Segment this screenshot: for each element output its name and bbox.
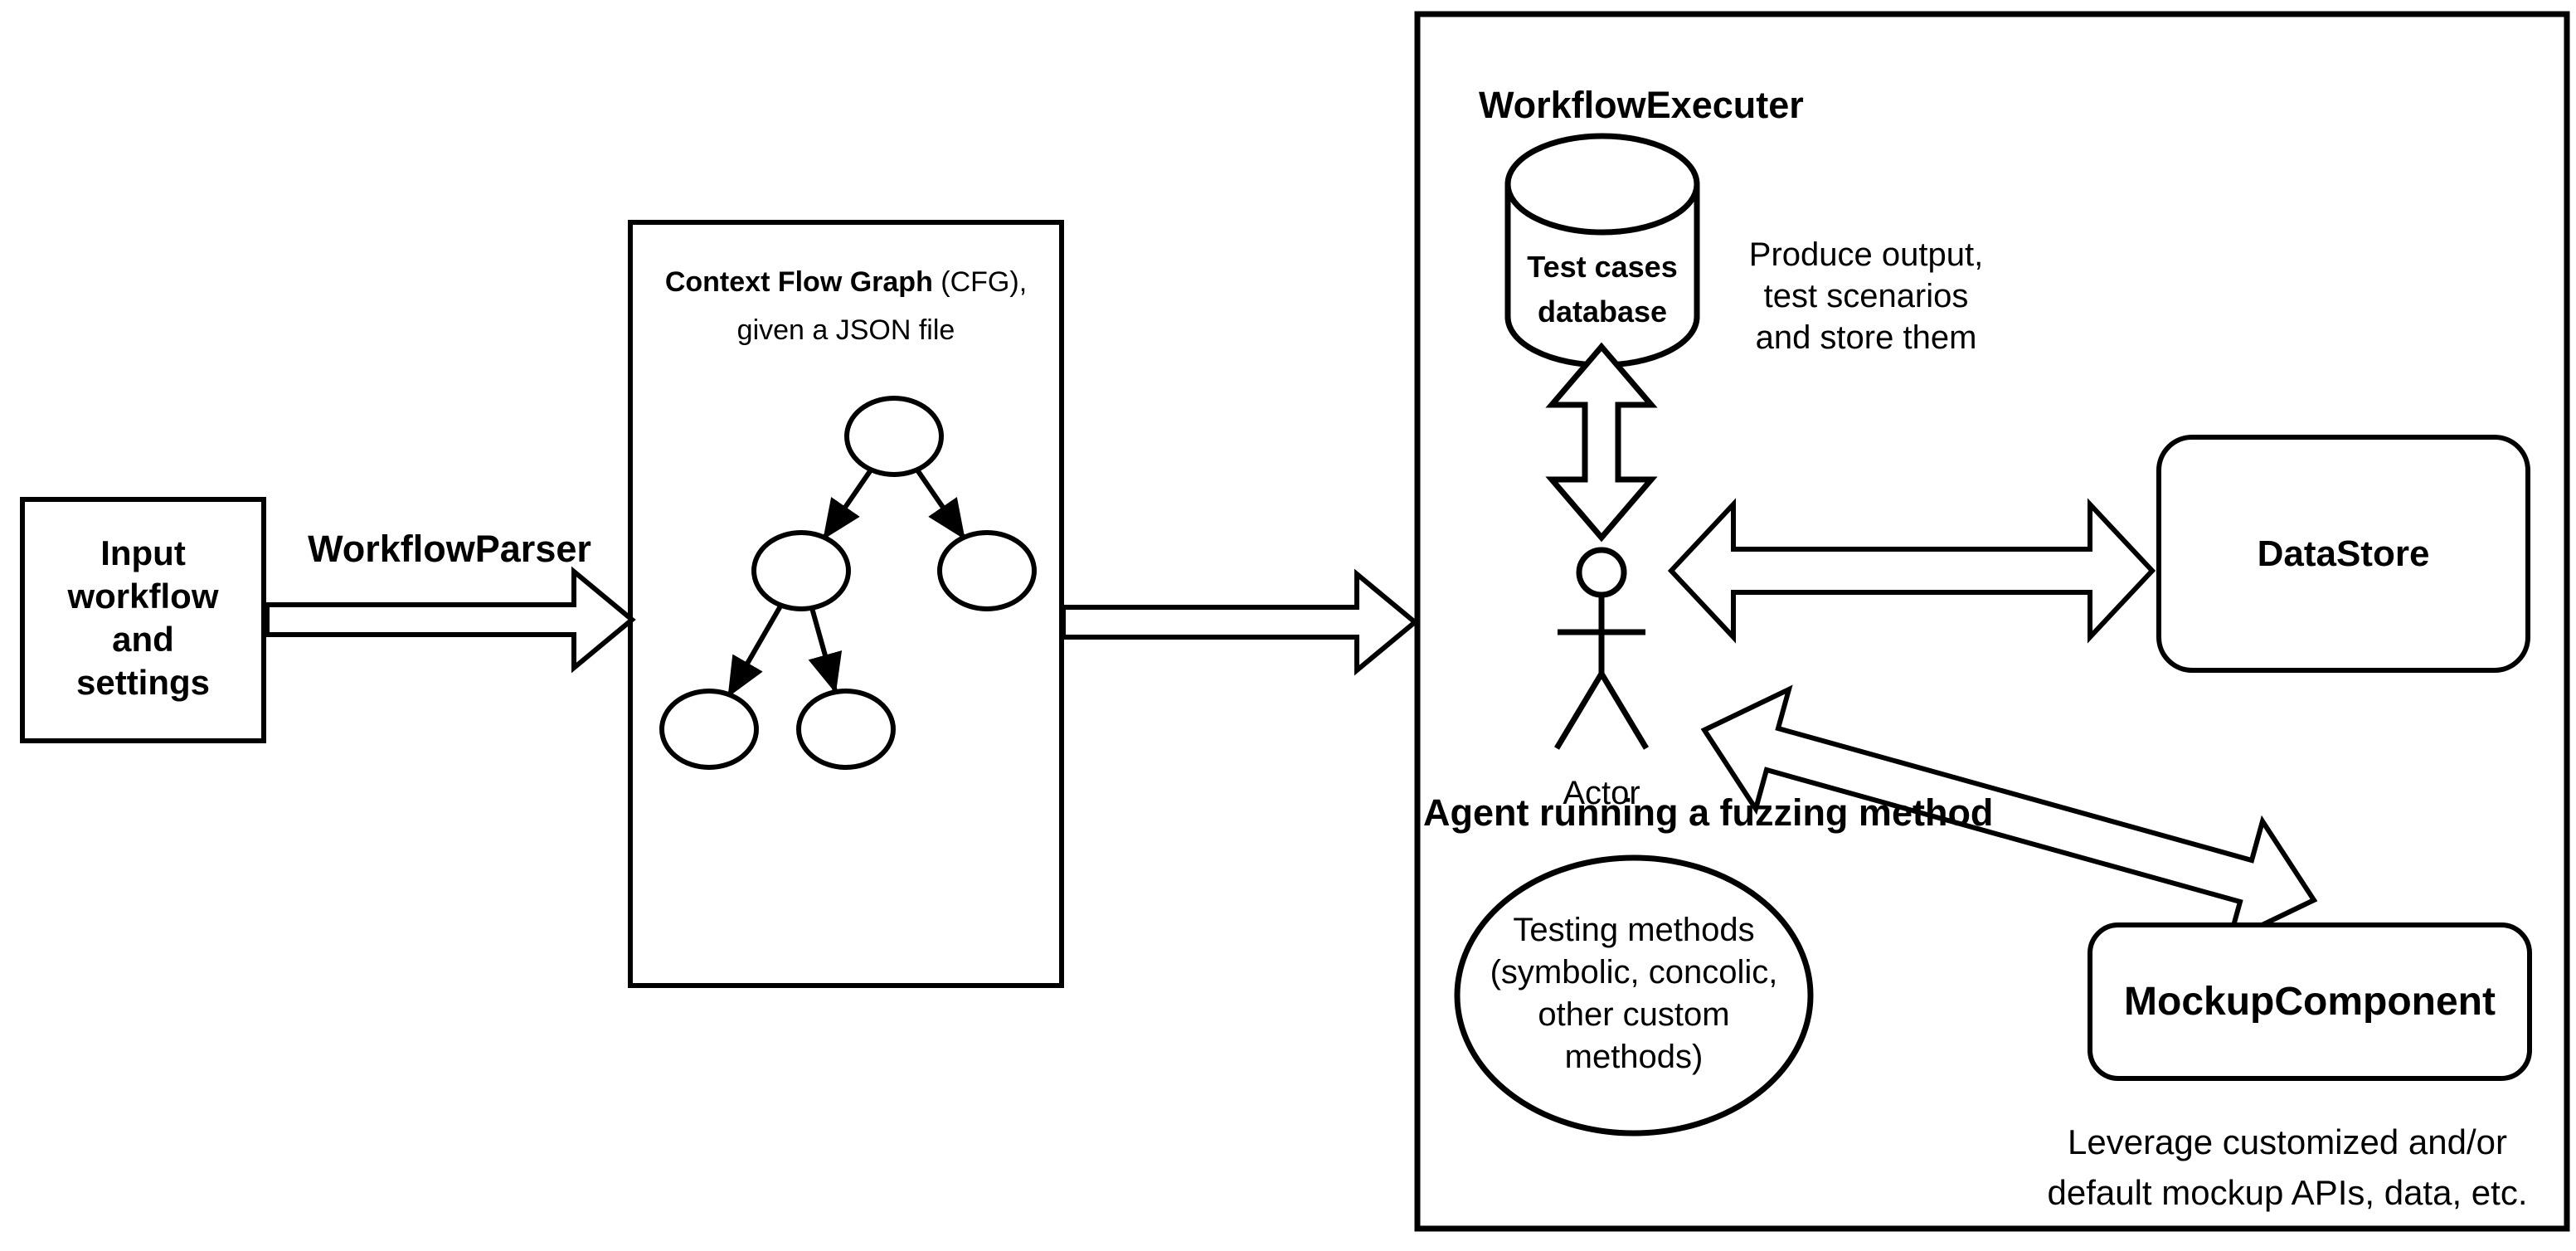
datastore-box — [2156, 435, 2530, 673]
produce-note-line3: and store them — [1755, 319, 1977, 356]
tree-node-leaf1 — [659, 689, 759, 770]
input-label-line4: settings — [75, 663, 211, 702]
database-actor-double-arrow — [1545, 342, 1658, 543]
mockup-component-label: MockupComponent — [2124, 980, 2496, 1024]
database-label-line1: Test cases — [1527, 250, 1678, 284]
actor-icon — [1553, 547, 1650, 750]
methods-line3: other custom — [1538, 996, 1730, 1033]
leverage-note-line1: Leverage customized and/or — [2068, 1122, 2507, 1161]
tree-edge-left-leaf1 — [727, 603, 784, 698]
cfg-title-bold: Context Flow Graph — [664, 266, 933, 298]
cfg-tree — [659, 396, 1037, 770]
input-workflow-box — [20, 497, 266, 743]
agent-fuzzing-caption: Agent running a fuzzing method — [1423, 791, 1994, 834]
tree-node-leaf2 — [796, 689, 896, 770]
input-workflow-label: Input workflow and settings — [22, 532, 264, 704]
cfg-title-line1: Context Flow Graph (CFG), — [633, 258, 1059, 306]
leverage-note-line2: default mockup APIs, data, etc. — [2047, 1173, 2528, 1212]
database-cylinder-icon — [1504, 133, 1700, 368]
methods-line1: Testing methods — [1513, 912, 1755, 948]
mockup-component-box — [2088, 922, 2532, 1081]
tree-edge-left-leaf2 — [808, 607, 843, 694]
actor-leg-left — [1553, 672, 1605, 750]
cylinder-top — [1504, 133, 1700, 236]
tree-edge-root-right — [916, 470, 966, 540]
actor-head — [1576, 547, 1627, 598]
cfg-title-rest: (CFG), — [932, 266, 1028, 298]
workflow-executer-title: WorkflowExecuter — [1479, 84, 1804, 126]
input-label-line3: and — [112, 620, 174, 659]
workflow-parser-arrow — [265, 566, 636, 674]
methods-line4: methods) — [1564, 1039, 1704, 1075]
tree-node-root — [844, 396, 944, 477]
datastore-label: DataStore — [2257, 533, 2430, 574]
cfg-box-title: Context Flow Graph (CFG), given a JSON f… — [633, 258, 1059, 354]
methods-line2: (symbolic, concolic, — [1490, 954, 1778, 991]
actor-label: Actor — [1563, 775, 1640, 811]
produce-note-line2: test scenarios — [1763, 278, 1969, 314]
tree-edge-root-left — [822, 470, 872, 540]
actor-leg-right — [1598, 672, 1650, 750]
database-label: Test cases database — [1508, 245, 1697, 334]
testing-methods-ellipse — [1454, 854, 1814, 1137]
cfg-title-subtitle: given a JSON file — [736, 314, 955, 346]
cfg-to-executor-arrow — [1061, 568, 1419, 676]
workflow-parser-label: WorkflowParser — [308, 528, 591, 570]
tree-node-right — [937, 530, 1037, 611]
leverage-note: Leverage customized and/or default mocku… — [1997, 1117, 2576, 1218]
produce-note-line1: Produce output, — [1748, 236, 1984, 273]
actor-mockup-double-arrow — [1700, 684, 2318, 946]
input-label-line2: workflow — [67, 577, 219, 616]
actor-datastore-double-arrow — [1667, 498, 2156, 644]
tree-node-left — [751, 530, 851, 611]
testing-methods-label: Testing methods (symbolic, concolic, oth… — [1457, 909, 1810, 1078]
database-label-line2: database — [1537, 294, 1668, 329]
input-label-line1: Input — [100, 533, 186, 572]
produce-output-note: Produce output, test scenarios and store… — [1711, 234, 2021, 358]
